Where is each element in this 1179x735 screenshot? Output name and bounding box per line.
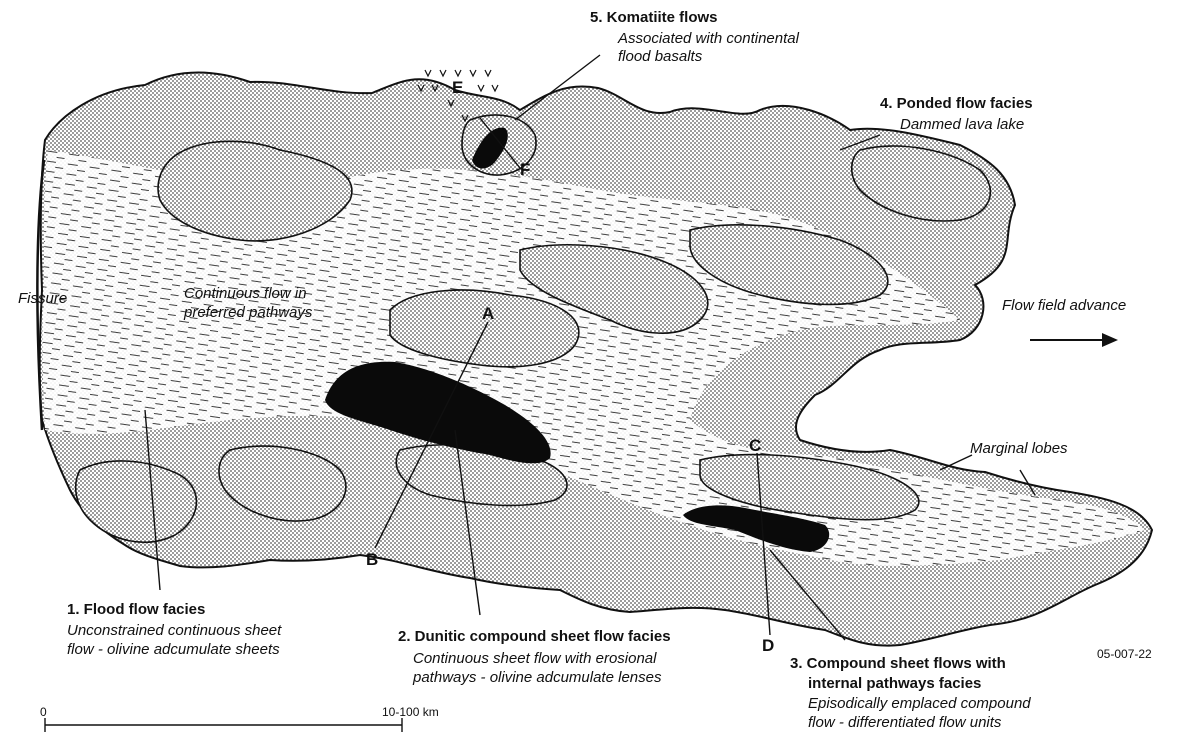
point-d: D [762, 636, 774, 656]
compound-desc-1: Episodically emplaced compound [808, 695, 1031, 712]
ponded-desc: Dammed lava lake [900, 116, 1024, 133]
flow-advance-label: Flow field advance [1002, 297, 1126, 314]
compound-desc-2: flow - differentiated flow units [808, 714, 1001, 731]
komatiite-desc-1: Associated with continental [618, 30, 799, 47]
point-b: B [366, 550, 378, 570]
komatiite-desc-2: flood basalts [618, 48, 702, 65]
fissure-label: Fissure [18, 290, 67, 307]
point-f: F [520, 160, 530, 180]
ponded-title: 4. Ponded flow facies [880, 95, 1033, 112]
continuous-flow-2: preferred pathways [184, 304, 312, 321]
flood-title: 1. Flood flow facies [67, 601, 205, 618]
continuous-flow-1: Continuous flow in [184, 285, 307, 302]
compound-title-2: internal pathways facies [808, 675, 981, 692]
figure-id: 05-007-22 [1097, 647, 1152, 661]
point-c: C [749, 436, 761, 456]
flood-desc-1: Unconstrained continuous sheet [67, 622, 281, 639]
advance-arrow-head [1102, 333, 1118, 347]
point-a: A [482, 304, 494, 324]
dunitic-desc-2: pathways - olivine adcumulate lenses [413, 669, 661, 686]
flood-desc-2: flow - olivine adcumulate sheets [67, 641, 280, 658]
komatiite-title: 5. Komatiite flows [590, 9, 718, 26]
dunitic-title: 2. Dunitic compound sheet flow facies [398, 628, 671, 645]
scale-bar [45, 718, 402, 732]
scale-start: 0 [40, 705, 47, 719]
scale-end: 10-100 km [382, 705, 439, 719]
dunitic-desc-1: Continuous sheet flow with erosional [413, 650, 656, 667]
marginal-lobes-label: Marginal lobes [970, 440, 1068, 457]
point-e: E [452, 78, 463, 98]
compound-title-1: 3. Compound sheet flows with [790, 655, 1006, 672]
